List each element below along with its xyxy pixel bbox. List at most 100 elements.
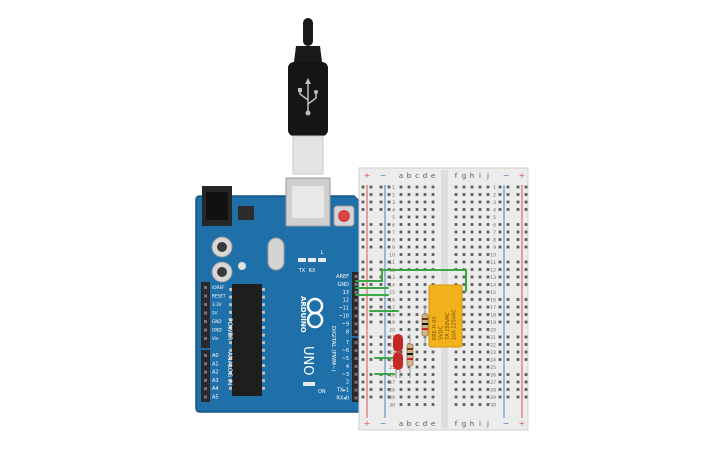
rail-hole[interactable]	[506, 275, 510, 279]
breadboard-hole[interactable]	[454, 365, 458, 369]
breadboard-hole[interactable]	[486, 253, 490, 256]
rail-hole[interactable]	[387, 358, 391, 361]
usb-cable[interactable]	[288, 18, 328, 175]
breadboard-hole[interactable]	[462, 328, 466, 331]
rail-hole[interactable]	[369, 185, 373, 189]
breadboard-hole[interactable]	[470, 193, 474, 196]
power-pin[interactable]	[204, 320, 207, 323]
breadboard-hole[interactable]	[454, 395, 458, 399]
breadboard-hole[interactable]	[454, 200, 458, 204]
breadboard-hole[interactable]	[486, 268, 490, 271]
breadboard-hole[interactable]	[478, 193, 482, 196]
rail-hole[interactable]	[498, 230, 502, 234]
breadboard-hole[interactable]	[415, 313, 419, 316]
digital-pin[interactable]	[354, 282, 358, 286]
breadboard-hole[interactable]	[486, 283, 490, 286]
rail-hole[interactable]	[361, 380, 365, 384]
breadboard-hole[interactable]	[423, 215, 427, 219]
rail-hole[interactable]	[387, 245, 391, 249]
breadboard-hole[interactable]	[486, 358, 490, 361]
breadboard-hole[interactable]	[454, 388, 458, 391]
breadboard-hole[interactable]	[462, 245, 466, 249]
breadboard-hole[interactable]	[462, 305, 466, 309]
breadboard-hole[interactable]	[478, 215, 482, 219]
breadboard-hole[interactable]	[462, 395, 466, 399]
breadboard-hole[interactable]	[454, 223, 458, 226]
breadboard-hole[interactable]	[415, 365, 419, 369]
rail-hole[interactable]	[498, 223, 502, 226]
breadboard-hole[interactable]	[399, 283, 403, 286]
breadboard-hole[interactable]	[399, 215, 403, 219]
rail-hole[interactable]	[379, 193, 383, 196]
breadboard-hole[interactable]	[415, 298, 419, 301]
rail-hole[interactable]	[506, 260, 510, 264]
rail-hole[interactable]	[369, 275, 373, 279]
rail-hole[interactable]	[524, 395, 528, 399]
rail-hole[interactable]	[387, 298, 391, 301]
breadboard-hole[interactable]	[407, 388, 411, 391]
rail-hole[interactable]	[498, 260, 502, 264]
rail-hole[interactable]	[361, 350, 365, 354]
breadboard-hole[interactable]	[454, 260, 458, 264]
rail-hole[interactable]	[379, 380, 383, 384]
breadboard-hole[interactable]	[454, 185, 458, 189]
rail-hole[interactable]	[369, 238, 373, 241]
breadboard-hole[interactable]	[399, 403, 403, 406]
breadboard-hole[interactable]	[407, 223, 411, 226]
breadboard-hole[interactable]	[462, 260, 466, 264]
breadboard-hole[interactable]	[399, 230, 403, 234]
breadboard-hole[interactable]	[470, 298, 474, 301]
rail-hole[interactable]	[516, 305, 520, 309]
breadboard-hole[interactable]	[399, 193, 403, 196]
breadboard-hole[interactable]	[470, 335, 474, 339]
rail-hole[interactable]	[498, 380, 502, 384]
rail-hole[interactable]	[506, 208, 510, 211]
rail-hole[interactable]	[506, 380, 510, 384]
breadboard-hole[interactable]	[407, 335, 411, 339]
breadboard-hole[interactable]	[462, 193, 466, 196]
breadboard-hole[interactable]	[462, 215, 466, 219]
breadboard-hole[interactable]	[415, 230, 419, 234]
breadboard-hole[interactable]	[462, 403, 466, 406]
breadboard-hole[interactable]	[478, 185, 482, 189]
breadboard-hole[interactable]	[415, 395, 419, 399]
breadboard-hole[interactable]	[470, 200, 474, 204]
breadboard-hole[interactable]	[431, 245, 435, 249]
digital-pin[interactable]	[354, 341, 358, 345]
breadboard-hole[interactable]	[407, 215, 411, 219]
breadboard-hole[interactable]	[470, 215, 474, 219]
breadboard-hole[interactable]	[478, 388, 482, 391]
breadboard-hole[interactable]	[470, 208, 474, 211]
breadboard-hole[interactable]	[415, 245, 419, 249]
breadboard-hole[interactable]	[478, 313, 482, 316]
digital-pin[interactable]	[354, 306, 358, 310]
rail-hole[interactable]	[369, 358, 373, 361]
rail-hole[interactable]	[369, 380, 373, 384]
breadboard-hole[interactable]	[399, 328, 403, 331]
breadboard-hole[interactable]	[454, 215, 458, 219]
rail-hole[interactable]	[361, 343, 365, 346]
rail-hole[interactable]	[516, 395, 520, 399]
rail-hole[interactable]	[379, 208, 383, 211]
rail-hole[interactable]	[369, 395, 373, 399]
rail-hole[interactable]	[361, 283, 365, 286]
breadboard-hole[interactable]	[470, 358, 474, 361]
rail-hole[interactable]	[524, 358, 528, 361]
rail-hole[interactable]	[516, 358, 520, 361]
red-led-2[interactable]	[393, 352, 403, 378]
rail-hole[interactable]	[379, 223, 383, 226]
rail-hole[interactable]	[369, 208, 373, 211]
breadboard-hole[interactable]	[486, 238, 490, 241]
breadboard-hole[interactable]	[478, 223, 482, 226]
resistor-2[interactable]	[406, 334, 414, 378]
breadboard-hole[interactable]	[415, 238, 419, 241]
breadboard-hole[interactable]	[423, 395, 427, 399]
rail-hole[interactable]	[387, 230, 391, 234]
breadboard-hole[interactable]	[470, 373, 474, 376]
rail-hole[interactable]	[524, 230, 528, 234]
rail-hole[interactable]	[516, 320, 520, 324]
breadboard-hole[interactable]	[431, 230, 435, 234]
breadboard-hole[interactable]	[486, 403, 490, 406]
digital-pin[interactable]	[354, 364, 358, 368]
